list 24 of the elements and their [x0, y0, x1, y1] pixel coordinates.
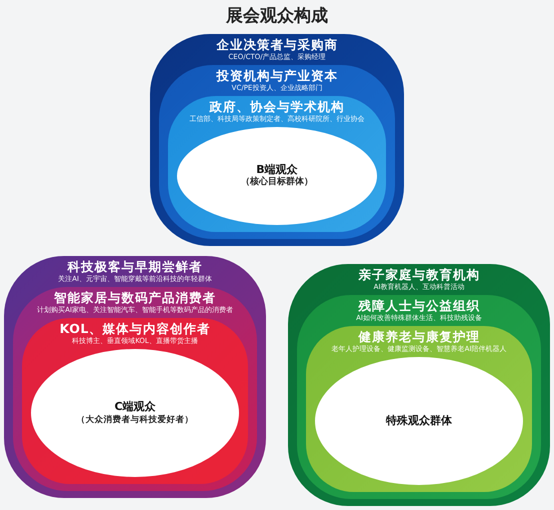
group-label: 政府、协会与学术机构 — [210, 99, 344, 114]
inner-layer — [306, 326, 532, 492]
center-subtitle: （大众消费者与科技爱好者） — [76, 414, 194, 426]
diagram-title: 展会观众构成 — [226, 6, 328, 26]
outer-layer — [4, 256, 266, 498]
group-label: 健康养老与康复护理 — [358, 329, 480, 344]
middle-layer — [159, 65, 395, 239]
inner-layer — [168, 96, 386, 232]
inner-layer — [22, 318, 248, 484]
group-label: KOL、媒体与内容创作者 — [60, 321, 210, 336]
group-label: 投资机构与产业资本 — [216, 68, 338, 83]
group-label: 科技极客与早期尝鲜者 — [68, 259, 202, 274]
group-label: 亲子家庭与教育机构 — [358, 267, 480, 282]
outer-layer — [150, 34, 404, 246]
group-label: 残障人士与公益组织 — [358, 298, 480, 313]
center-title: C端观众 — [114, 400, 156, 414]
middle-layer — [13, 287, 257, 491]
outer-layer — [288, 264, 550, 506]
center-subtitle: （核心目标群体） — [241, 177, 313, 189]
center-title: B端观众 — [256, 163, 298, 176]
group-label: 智能家居与数码产品消费者 — [54, 290, 216, 305]
middle-layer — [297, 295, 541, 499]
center-title: 特殊观众群体 — [386, 414, 452, 428]
group-label: 企业决策者与采购商 — [216, 37, 338, 52]
